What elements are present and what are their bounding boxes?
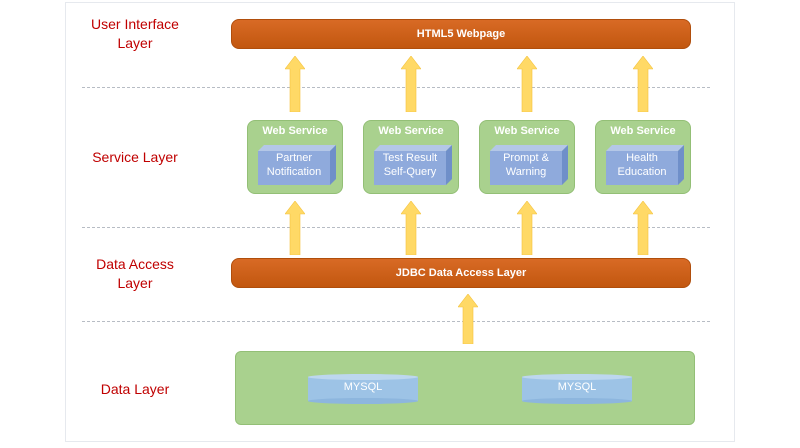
web-service-box: Web Service Partner Notification [247, 120, 343, 194]
database-cylinder-icon [522, 374, 632, 404]
database-label: MYSQL [557, 381, 597, 393]
layer-label-service: Service Layer [92, 149, 178, 165]
divider-1 [82, 87, 710, 88]
mysql-database: MYSQL [522, 374, 632, 404]
service-name: Test Result Self-Query [382, 152, 438, 178]
cube-icon [374, 145, 452, 185]
web-service-title: Web Service [262, 125, 328, 137]
cube-icon [490, 145, 568, 185]
web-service-title: Web Service [494, 125, 560, 137]
web-service-title: Web Service [610, 125, 676, 137]
arrow-up-icon [401, 56, 421, 112]
database-label: MYSQL [343, 381, 383, 393]
divider-3 [82, 321, 710, 322]
mysql-database: MYSQL [308, 374, 418, 404]
arrow-up-icon [517, 201, 537, 255]
web-service-box: Web Service Health Education [595, 120, 691, 194]
arrow-up-icon [401, 201, 421, 255]
layer-label-data-access: Data Access Layer [96, 256, 174, 291]
service-name: Health Education [617, 152, 667, 178]
arrow-up-icon [517, 56, 537, 112]
layer-label-ui: User Interface Layer [91, 16, 179, 51]
arrow-up-icon [458, 294, 478, 344]
database-cylinder-icon [308, 374, 418, 404]
html5-webpage-bar: HTML5 Webpage [231, 19, 691, 49]
service-name: Prompt & Warning [503, 152, 549, 178]
divider-2 [82, 227, 710, 228]
arrow-up-icon [285, 201, 305, 255]
data-layer-panel: MYSQL MYSQL [235, 351, 695, 425]
arrow-up-icon [285, 56, 305, 112]
layer-label-data: Data Layer [100, 381, 170, 397]
web-service-title: Web Service [378, 125, 444, 137]
jdbc-data-access-bar: JDBC Data Access Layer [231, 258, 691, 288]
diagram-frame [65, 2, 735, 442]
cube-icon [258, 145, 336, 185]
service-name: Partner Notification [266, 152, 322, 178]
arrow-up-icon [633, 201, 653, 255]
web-service-box: Web Service Prompt & Warning [479, 120, 575, 194]
cube-icon [606, 145, 684, 185]
arrow-up-icon [633, 56, 653, 112]
web-service-box: Web Service Test Result Self-Query [363, 120, 459, 194]
